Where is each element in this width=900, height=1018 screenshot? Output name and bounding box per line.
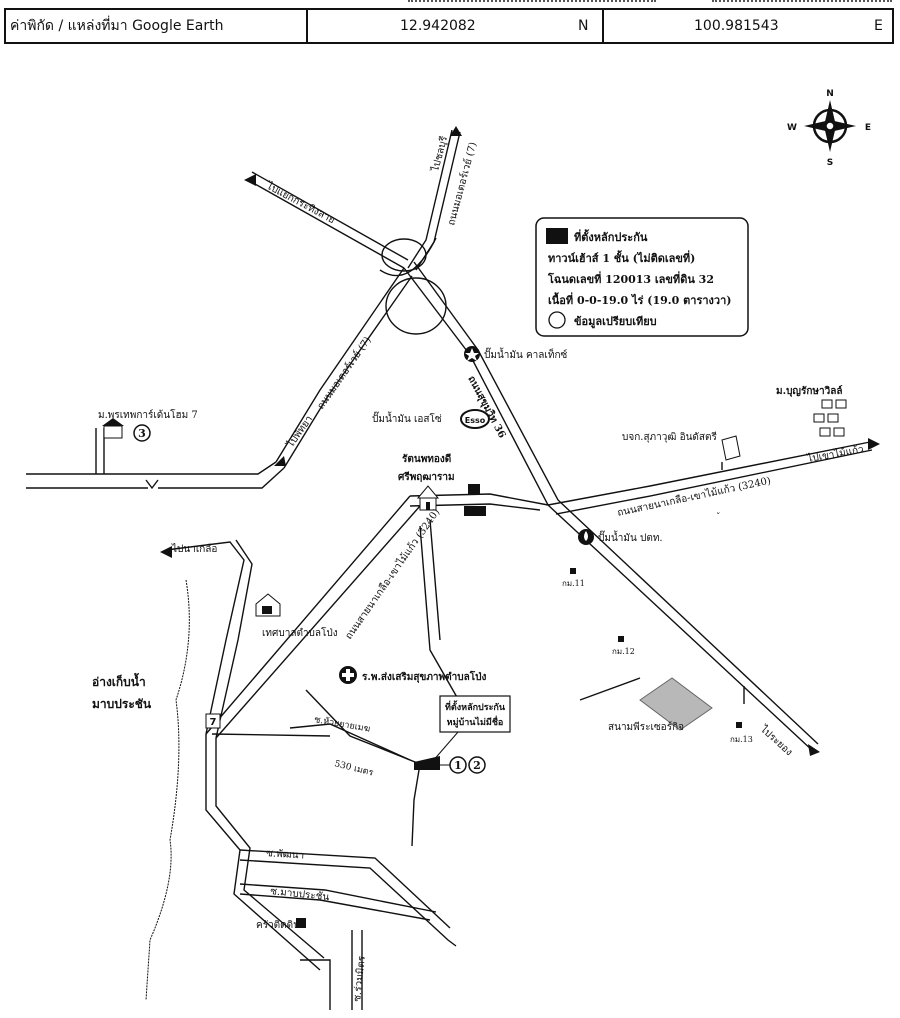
- label-field: สนามพีระเซอร์กิจ: [608, 721, 684, 733]
- label-to-chonburi: ไปชลบุรี: [429, 134, 450, 173]
- seven-eleven-icon: 7: [205, 713, 221, 729]
- label-ptt: ปั๊มน้ำมัน ปตท.: [598, 530, 663, 544]
- longitude-cell: 100.981543 E: [604, 10, 892, 42]
- longitude-value: 100.981543: [694, 18, 779, 34]
- label-to-naklua: ไปนาเกลือ: [171, 543, 217, 555]
- temple-icon: [416, 485, 440, 511]
- label-village-thep: ม.พรเทพการ์เด้นโฮม 7: [98, 408, 198, 421]
- collateral-location-marker: [414, 756, 440, 770]
- label-temple-2: ศรีพฤฒาราม: [398, 471, 455, 483]
- label-restaurant: ครัวติดดิน: [256, 920, 300, 931]
- building-icon: [464, 484, 486, 516]
- village-houses-icon: [813, 399, 847, 437]
- label-distance: 530 เมตร: [333, 759, 374, 778]
- compass-e: E: [865, 123, 871, 133]
- company-building-icon: [721, 435, 741, 461]
- marker-1-label: 1: [454, 759, 462, 772]
- legend-box: ที่ตั้งหลักประกัน ทาวน์เฮ้าส์ 1 ชั้น (ไม…: [535, 217, 749, 337]
- seven-eleven-text: 7: [210, 717, 217, 728]
- label-soi-huai-yai: ซ.ห้วยยายเมฆ: [313, 714, 371, 735]
- compass-rose: N S E W: [787, 89, 871, 168]
- label-hospital: ร.พ.ส่งเสริมสุขภาพตำบลโป่ง: [362, 670, 486, 683]
- marker-1: 1: [449, 756, 467, 774]
- callout-line-1: ที่ตั้งหลักประกัน: [445, 700, 506, 713]
- label-km12: กม.12: [612, 647, 635, 656]
- esso-logo-text: Esso: [465, 416, 486, 425]
- legend-line-3: โฉนดเลขที่ 120013 เลขที่ดิน 32: [547, 271, 714, 286]
- municipality-building-icon: [255, 593, 281, 617]
- esso-logo-icon: Esso: [460, 409, 490, 429]
- legend-line-2: ทาวน์เฮ้าส์ 1 ชั้น (ไม่ติดเลขที่): [548, 250, 695, 265]
- label-to-pattaya: ไปพัทยา: [284, 413, 315, 450]
- label-tick: ˇ: [716, 512, 721, 523]
- reservoir-outline: [145, 579, 190, 1001]
- label-temple-1: รัตนพทองดี: [402, 453, 451, 465]
- dotted-rule-left: [408, 0, 656, 4]
- label-to-khao-mai-kaeo: ไปเขาไม้แก้ว: [805, 443, 864, 465]
- label-soi-phatthana: ซ.พัฒนา: [266, 848, 305, 862]
- race-field-area: [639, 677, 713, 731]
- legend-collateral-swatch: [546, 228, 568, 244]
- ptt-drop-icon: [578, 529, 594, 545]
- house-icon-village: [102, 418, 124, 439]
- collateral-callout: ที่ตั้งหลักประกัน หมู่บ้านไม่มีชื่อ: [431, 695, 511, 763]
- compass-s: S: [827, 158, 833, 168]
- label-soi-ruam: ซ.ร่วมมิตร: [352, 955, 368, 1003]
- direction-arrows: [160, 126, 880, 756]
- marker-3-label: 3: [138, 427, 146, 440]
- latitude-direction: N: [578, 18, 589, 34]
- road-network: [26, 129, 873, 1010]
- label-reservoir-2: มาบประชัน: [92, 697, 152, 711]
- label-km11: กม.11: [562, 579, 585, 588]
- hospital-cross-icon: [339, 666, 357, 684]
- restaurant-marker-icon: [296, 918, 306, 928]
- legend-line-4: เนื้อที่ 0-0-19.0 ไร่ (19.0 ตารางวา): [548, 292, 731, 307]
- label-motorway-7: ถนนมอเตอร์เวย์ (7): [315, 334, 374, 411]
- longitude-direction: E: [874, 18, 883, 34]
- label-soi-mabprachan: ซ.มาบประชัน: [270, 886, 330, 903]
- label-to-thung-kra-ting: ไปแยกกระทิงลาย: [264, 180, 337, 227]
- label-caltex: ปั๊มน้ำมัน คาลเท็กซ์: [484, 347, 567, 361]
- label-km13: กม.13: [730, 735, 753, 744]
- coordinate-bar: ค่าพิกัด / แหล่งที่มา Google Earth 12.94…: [4, 8, 894, 44]
- legend-comparison-circle: [548, 311, 566, 329]
- marker-3: 3: [133, 424, 151, 442]
- km-marker-icons: [570, 568, 742, 728]
- label-municipality: เทศบาลตำบลโป่ง: [262, 626, 338, 639]
- coordinate-source-label: ค่าพิกัด / แหล่งที่มา Google Earth: [6, 10, 308, 42]
- compass-w: W: [787, 123, 797, 133]
- latitude-cell: 12.942082 N: [308, 10, 604, 42]
- label-company: บจก.สุภาวุฒิ อินดัสตรี: [622, 431, 718, 443]
- caltex-star-icon: [464, 346, 480, 362]
- label-village-bun: ม.บุญรักษาวิลล์: [776, 385, 842, 397]
- legend-line-1: ที่ตั้งหลักประกัน: [574, 229, 648, 244]
- marker-2-label: 2: [473, 759, 481, 772]
- marker-2: 2: [468, 756, 486, 774]
- label-to-rayong: ไประยอง: [757, 723, 795, 759]
- label-reservoir-1: อ่างเก็บน้ำ: [92, 672, 146, 689]
- dotted-rule-right: [712, 0, 892, 4]
- label-motorway-north: ถนนมอเตอร์เวย์ (7): [445, 141, 479, 227]
- label-sukhumvit: ถนนสุขุมวิท 36: [465, 374, 508, 440]
- label-esso: ปั๊มน้ำมัน เอสโซ่: [372, 411, 442, 425]
- legend-line-5: ข้อมูลเปรียบเทียบ: [574, 315, 657, 329]
- latitude-value: 12.942082: [400, 18, 476, 34]
- callout-line-2: หมู่บ้านไม่มีชื่อ: [447, 715, 504, 728]
- label-road-3240-east: ถนนสายนาเกลือ-เขาไม้แก้ว (3240): [616, 475, 772, 519]
- compass-n: N: [826, 89, 834, 99]
